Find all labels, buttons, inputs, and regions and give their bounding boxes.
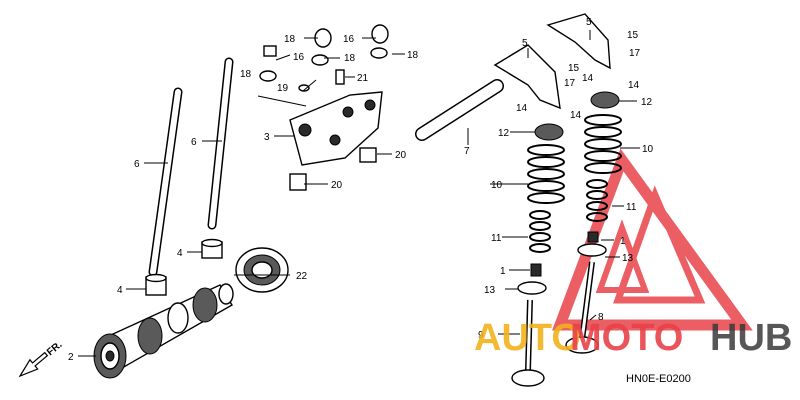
exhaust-valve [511, 299, 545, 387]
callout-16: 16 [343, 34, 355, 45]
callout-5: 5 [586, 17, 592, 28]
callout-15: 15 [627, 30, 639, 41]
retainer-left [534, 123, 564, 141]
nut-cap-cluster [259, 24, 389, 92]
retainer-right [590, 91, 620, 109]
stem-seal-left [517, 263, 547, 295]
rocker-shaft [415, 79, 504, 141]
callout-8: 8 [598, 312, 604, 323]
callout-11: 11 [626, 202, 637, 213]
inner-spring-right [586, 179, 608, 222]
callout-7: 7 [464, 146, 470, 157]
callout-17: 17 [629, 48, 641, 59]
outer-spring-left [527, 144, 565, 204]
callout-18: 18 [284, 34, 296, 45]
lifter-lower [145, 273, 167, 296]
callout-15: 15 [568, 63, 580, 74]
dowel-pins [289, 147, 377, 191]
callout-14: 14 [582, 73, 594, 84]
callout-21: 21 [357, 73, 369, 84]
lifter-upper [201, 238, 223, 259]
callout-10: 10 [642, 144, 654, 155]
callout-17: 17 [564, 78, 576, 89]
diagram-code: HN0E-E0200 [626, 373, 691, 385]
stem-seal-right [577, 231, 607, 257]
watermark-brand: AUTO MOTO HUB [474, 317, 792, 359]
callout-20: 20 [331, 180, 343, 191]
callout-13: 13 [622, 253, 634, 264]
callout-12: 12 [641, 97, 653, 108]
callout-4: 4 [117, 285, 123, 296]
callout-2: 2 [68, 352, 74, 363]
intake-valve [565, 261, 599, 354]
rocker-arm-left [493, 44, 561, 110]
callout-14: 14 [628, 80, 640, 91]
rocker-arm-right [546, 13, 611, 70]
callout-16: 16 [293, 52, 305, 63]
callout-14: 14 [570, 110, 582, 121]
callout-9: 9 [478, 330, 484, 341]
pushrod-left [148, 87, 183, 277]
callout-12: 12 [498, 128, 510, 139]
callout-22: 22 [296, 271, 308, 282]
leader-lines [78, 30, 640, 357]
callout-6: 6 [191, 137, 197, 148]
rocker-holder [289, 91, 383, 166]
inner-spring-left [529, 210, 551, 253]
callout-labels: 6 6 4 4 2 22 3 20 20 21 7 18 16 18 16 18… [68, 17, 654, 363]
callout-5: 5 [522, 38, 528, 49]
bearing [235, 247, 289, 293]
callout-19: 19 [277, 83, 289, 94]
brand-auto: AUTO [474, 317, 581, 359]
callout-3: 3 [264, 132, 270, 143]
front-arrow-label: FR. [45, 339, 65, 358]
brand-moto: MOTO [570, 317, 683, 359]
callout-13: 13 [484, 285, 496, 296]
callout-14: 14 [516, 103, 528, 114]
front-arrow-icon: FR. [18, 339, 65, 378]
callout-18: 18 [240, 69, 252, 80]
callout-18: 18 [344, 53, 356, 64]
callout-10: 10 [491, 180, 503, 191]
callout-1: 1 [620, 236, 626, 247]
callout-18: 18 [407, 50, 419, 61]
outer-spring-right [584, 114, 622, 174]
callout-4: 4 [177, 248, 183, 259]
brand-hub: HUB [710, 317, 792, 359]
callout-1: 1 [500, 266, 506, 277]
camshaft [93, 283, 234, 379]
callout-6: 6 [134, 159, 140, 170]
callout-20: 20 [395, 150, 407, 161]
callout-11: 11 [491, 233, 502, 244]
pushrod-right [207, 57, 234, 230]
